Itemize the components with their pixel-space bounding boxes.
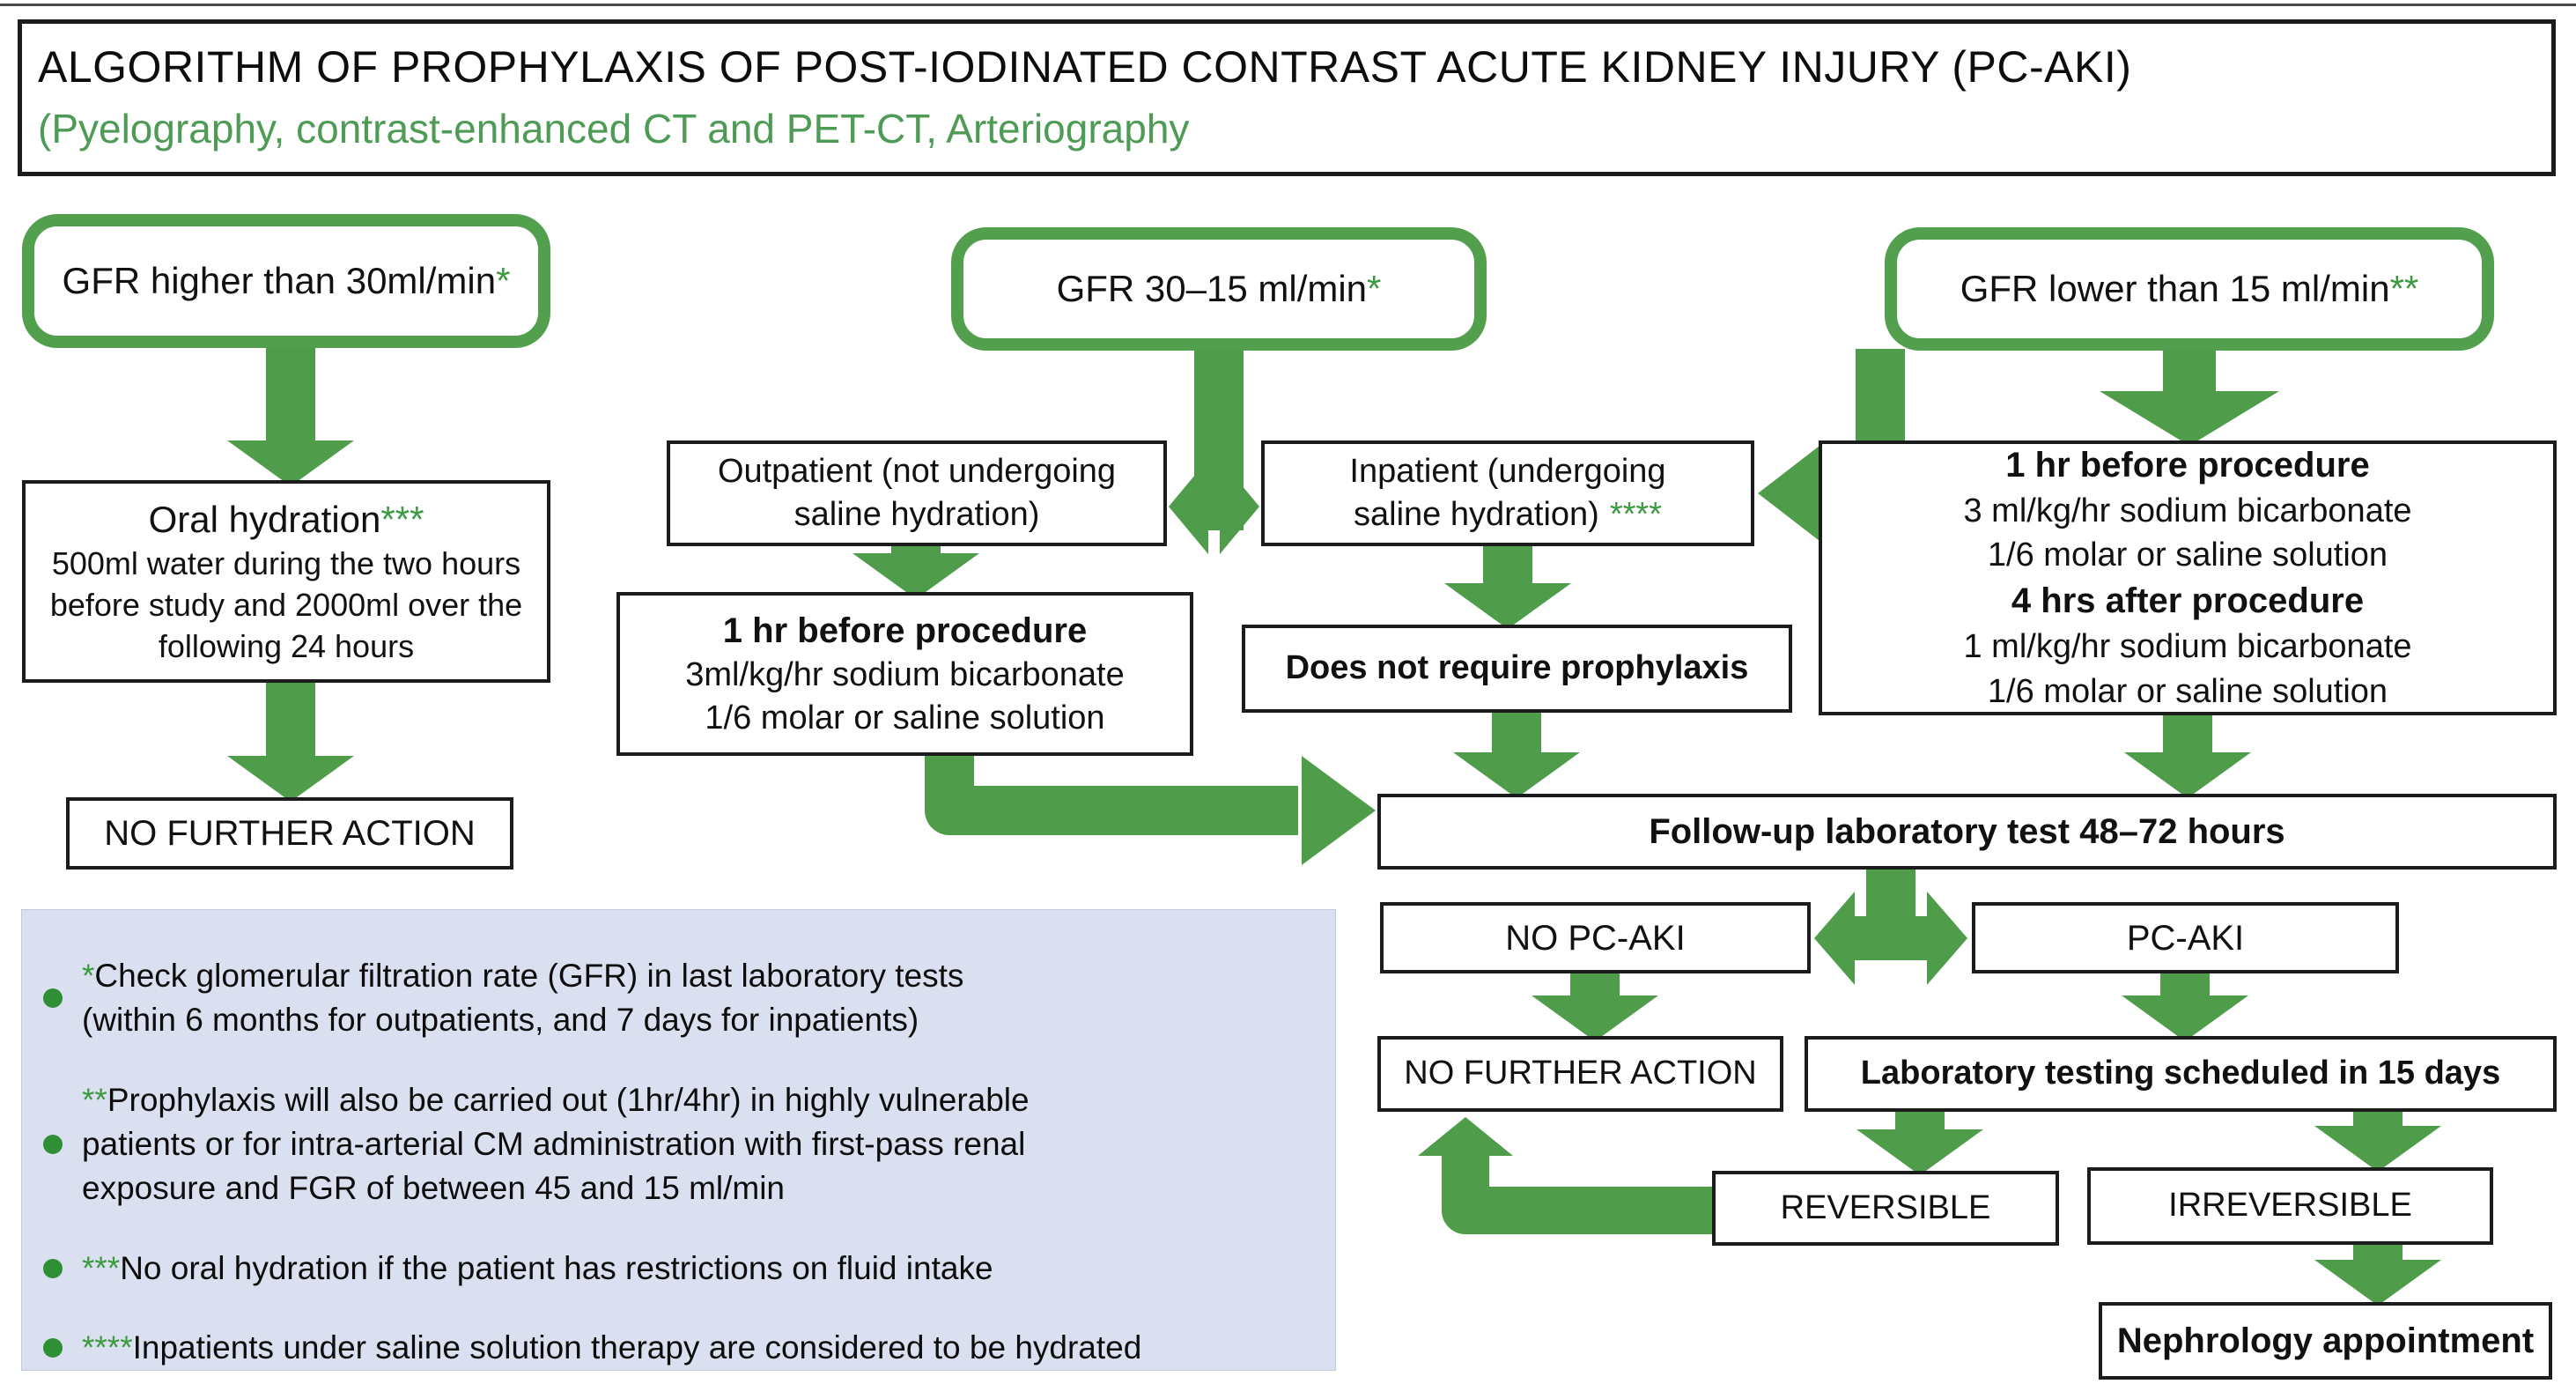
oral-hydration-body: 500ml water during the two hours before … <box>49 545 523 664</box>
prophylaxis-mid-title: 1 hr before procedure <box>722 611 1088 650</box>
bullet-icon <box>43 1338 63 1358</box>
node-irreversible: IRREVERSIBLE <box>2087 1167 2493 1245</box>
outpatient-label: Outpatient (not undergoing saline hydrat… <box>717 452 1117 533</box>
footnote-item: ****Inpatients under saline solution the… <box>36 1326 1319 1370</box>
arrow-oral-to-nofurtheraction <box>227 680 354 802</box>
node-gfr-higher-than-30: GFR higher than 30ml/min* <box>22 214 550 348</box>
gfr-high-asterisk: * <box>496 260 511 301</box>
prophylaxis-right-body1: 3 ml/kg/hr sodium bicarbonate 1/6 molar … <box>1963 492 2412 574</box>
no-further-action-right-label: NO FURTHER ACTION <box>1404 1055 1757 1092</box>
node-no-further-action-right: NO FURTHER ACTION <box>1377 1036 1783 1112</box>
lab-testing-label: Laboratory testing scheduled in 15 days <box>1860 1055 2501 1092</box>
arrow-outpatient-to-procedure <box>853 543 979 599</box>
gfr-mid-asterisk: * <box>1367 268 1382 309</box>
prophylaxis-right-title2: 4 hrs after procedure <box>2011 581 2365 620</box>
footnote-1-text: Check glomerular filtration rate (GFR) i… <box>82 958 964 1039</box>
prophylaxis-right-body2: 1 ml/kg/hr sodium bicarbonate 1/6 molar … <box>1963 628 2412 710</box>
bullet-icon <box>43 988 63 1009</box>
inpatient-label: Inpatient (undergoing saline hydration) <box>1349 452 1666 533</box>
node-oral-hydration: Oral hydration*** 500ml water during the… <box>22 480 550 683</box>
node-lab-testing-15-days: Laboratory testing scheduled in 15 days <box>1805 1036 2557 1112</box>
node-prophylaxis-outpatient: 1 hr before procedure 3ml/kg/hr sodium b… <box>616 592 1193 756</box>
arrow-procright-to-followup <box>2124 714 2251 798</box>
reversible-label: REVERSIBLE <box>1780 1188 1991 1226</box>
arrow-pcaki-to-labtest <box>2122 973 2248 1041</box>
node-no-prophylaxis-required: Does not require prophylaxis <box>1242 625 1792 713</box>
node-inpatient: Inpatient (undergoing saline hydration)*… <box>1261 440 1754 546</box>
prophylaxis-right-title1: 1 hr before procedure <box>2005 445 2370 485</box>
irreversible-label: IRREVERSIBLE <box>2168 1187 2412 1225</box>
node-prophylaxis-gfr-low: 1 hr before procedure 3 ml/kg/hr sodium … <box>1819 440 2557 715</box>
arrow-labtest-to-reversible <box>1856 1110 1983 1175</box>
arrow-gfrhigh-to-oral <box>227 342 354 486</box>
oral-hydration-title: Oral hydration <box>148 498 381 540</box>
arrow-noprophylaxis-to-followup <box>1453 712 1580 798</box>
arrow-inpatient-to-noprophylaxis <box>1444 543 1571 629</box>
bullet-icon <box>43 1135 63 1155</box>
bullet-icon <box>43 1258 63 1278</box>
node-followup-lab-test: Follow-up laboratory test 48–72 hours <box>1377 794 2557 870</box>
footnote-3-asterisks: *** <box>82 1249 121 1286</box>
footnote-4-text: Inpatients under saline solution therapy… <box>132 1328 1142 1365</box>
gfr-low-label: GFR lower than 15 ml/min <box>1960 268 2390 309</box>
arrow-reversible-to-nofurtheraction <box>1418 1117 1714 1234</box>
no-prophylaxis-label: Does not require prophylaxis <box>1285 649 1749 687</box>
arrow-gfrmid-split <box>1169 345 1259 554</box>
page-title: ALGORITHM OF PROPHYLAXIS OF POST-IODINAT… <box>38 42 2132 92</box>
node-reversible: REVERSIBLE <box>1712 1171 2059 1246</box>
node-gfr-30-15: GFR 30–15 ml/min* <box>951 227 1487 351</box>
gfr-mid-label: GFR 30–15 ml/min <box>1056 268 1368 309</box>
gfr-low-asterisk: ** <box>2389 268 2419 309</box>
arrow-followup-split <box>1814 868 1967 985</box>
arrow-nopcaki-to-nofurtheraction <box>1532 973 1658 1041</box>
oral-hydration-asterisk: *** <box>380 498 424 540</box>
footnote-item: *Check glomerular filtration rate (GFR) … <box>36 954 1319 1043</box>
footnote-3-text: No oral hydration if the patient has res… <box>120 1249 993 1286</box>
footnote-item: ***No oral hydration if the patient has … <box>36 1247 1319 1291</box>
prophylaxis-mid-body: 3ml/kg/hr sodium bicarbonate 1/6 molar o… <box>685 655 1125 736</box>
node-no-pcaki: NO PC-AKI <box>1380 902 1811 973</box>
arrow-labtest-to-irreversible <box>2314 1110 2441 1172</box>
nephrology-label: Nephrology appointment <box>2116 1321 2535 1360</box>
footnote-2-asterisks: ** <box>82 1081 107 1118</box>
followup-label: Follow-up laboratory test 48–72 hours <box>1649 812 2285 851</box>
node-pcaki: PC-AKI <box>1972 902 2399 973</box>
footnote-4-asterisks: **** <box>82 1328 133 1365</box>
arrow-procmid-to-followup <box>925 754 1376 865</box>
node-gfr-lower-than-15: GFR lower than 15 ml/min** <box>1885 227 2494 351</box>
inpatient-asterisks: **** <box>1609 496 1662 533</box>
arrow-gfrlow-to-procedure <box>2100 345 2279 446</box>
node-nephrology-appointment: Nephrology appointment <box>2099 1302 2552 1380</box>
gfr-high-label: GFR higher than 30ml/min <box>62 260 497 301</box>
footnote-2-text: Prophylaxis will also be carried out (1h… <box>82 1081 1030 1207</box>
node-no-further-action-left: NO FURTHER ACTION <box>66 797 513 870</box>
page-subtitle: (Pyelography, contrast-enhanced CT and P… <box>38 106 1190 152</box>
footnotes-panel: *Check glomerular filtration rate (GFR) … <box>21 909 1336 1371</box>
footnote-item: **Prophylaxis will also be carried out (… <box>36 1078 1319 1211</box>
pcaki-label: PC-AKI <box>2126 918 2245 958</box>
page-top-rule <box>0 4 2576 6</box>
title-box: ALGORITHM OF PROPHYLAXIS OF POST-IODINAT… <box>18 19 2556 176</box>
arrow-irreversible-to-nephrology <box>2314 1244 2441 1306</box>
no-pcaki-label: NO PC-AKI <box>1505 918 1686 958</box>
no-further-action-left-label: NO FURTHER ACTION <box>104 814 476 853</box>
node-outpatient: Outpatient (not undergoing saline hydrat… <box>667 440 1167 546</box>
footnote-1-asterisks: * <box>82 958 95 994</box>
